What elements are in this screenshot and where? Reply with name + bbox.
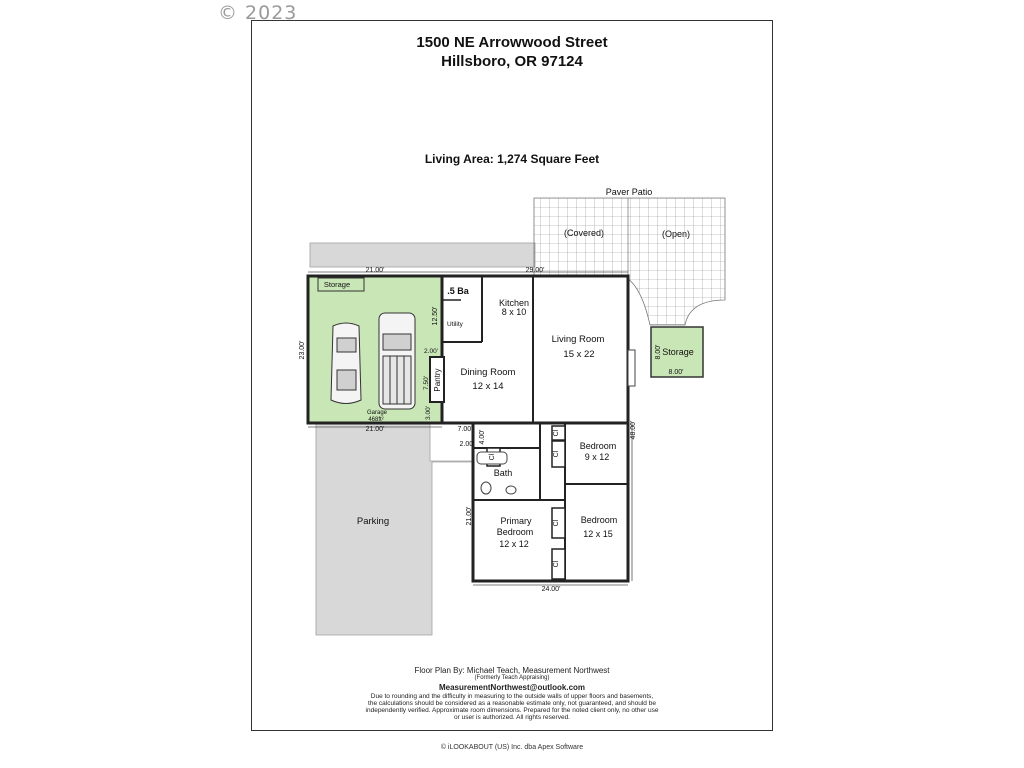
bedroom-2-size: 12 x 15 xyxy=(583,529,613,539)
parking-area xyxy=(315,423,474,636)
dim-garage-bottom: 21.00' xyxy=(366,426,385,433)
closet-label-3: Cl xyxy=(553,450,560,457)
closet-label-4: Cl xyxy=(553,519,560,526)
kitchen-size: 8 x 10 xyxy=(502,307,527,317)
sink xyxy=(505,485,517,495)
fireplace xyxy=(627,349,636,387)
dim-two-a: 2.00' xyxy=(424,348,438,355)
kitchen-label: Kitchen xyxy=(499,298,529,308)
closet-5 xyxy=(551,548,566,580)
floor-plan-sheet xyxy=(251,20,773,731)
closet-3 xyxy=(551,440,566,468)
closet-4 xyxy=(551,507,566,539)
car-2-icon xyxy=(378,312,416,410)
garage xyxy=(306,274,444,425)
walkway-strip xyxy=(309,242,536,268)
footer-credit-line: Floor Plan By: Michael Teach, Measuremen… xyxy=(414,666,610,675)
footer-disclaimer-4: or user is authorized. All rights reserv… xyxy=(454,714,570,721)
dim-two-b: 2.00' xyxy=(460,441,475,448)
living-room-label: Living Room xyxy=(552,334,605,345)
address-line-1: 1500 NE Arrowwood Street xyxy=(416,34,608,51)
closet-label-1: Cl xyxy=(489,453,496,460)
primary-bedroom-label-1: Primary xyxy=(501,516,532,526)
bedroom-1-label: Bedroom xyxy=(580,441,617,451)
dim-pantry-side: 7.50' xyxy=(423,376,430,390)
bath-label: Bath xyxy=(494,468,513,478)
pantry xyxy=(429,356,445,403)
outdoor-storage xyxy=(650,326,704,378)
outdoor-storage-label: Storage xyxy=(662,347,694,357)
primary-bedroom-size: 12 x 12 xyxy=(499,539,529,549)
address-line-2: Hillsboro, OR 97124 xyxy=(441,53,583,70)
footer-email: MeasurementNorthwest@outlook.com xyxy=(438,683,586,692)
dim-house-top: 29.00' xyxy=(526,267,545,274)
dim-seven: 7.00' xyxy=(458,426,473,433)
open-label: (Open) xyxy=(662,229,690,239)
living-area: Living Area: 1,274 Square Feet xyxy=(424,152,600,166)
garage-storage-shelf xyxy=(317,277,365,292)
dining-room-size: 12 x 14 xyxy=(472,381,503,392)
bathtub xyxy=(476,451,508,465)
dim-four: 4.00' xyxy=(479,430,486,445)
garage-label: Garage xyxy=(367,410,388,416)
footer-disclaimer-3: independently verified. Approximate room… xyxy=(365,707,659,714)
covered-label: (Covered) xyxy=(564,228,604,238)
dim-garage-side: 23.00' xyxy=(299,341,306,360)
half-bath-label: .5 Ba xyxy=(447,286,470,296)
bedroom-2-label: Bedroom xyxy=(581,515,618,525)
copyright-watermark: © 2023 xyxy=(218,2,298,24)
garage-area-label: 468ft² xyxy=(368,417,383,423)
garage-storage-label: Storage xyxy=(324,280,350,289)
paver-patio-label: Paver Patio xyxy=(606,187,653,197)
utility-label: Utility xyxy=(447,321,464,328)
pantry-label: Pantry xyxy=(433,368,442,391)
footer-disclaimer-1: Due to rounding and the difficulty in me… xyxy=(370,693,654,700)
living-room-size: 15 x 22 xyxy=(563,349,594,360)
footer-disclaimer-2: the calculations should be considered as… xyxy=(368,700,656,707)
primary-bedroom-label-2: Bedroom xyxy=(497,527,534,537)
software-credit: © iLOOKABOUT (US) Inc. dba Apex Software xyxy=(440,744,584,751)
toilet xyxy=(480,481,492,495)
closet-label-5: Cl xyxy=(553,560,560,567)
bedroom-1-size: 9 x 12 xyxy=(585,452,610,462)
dim-bedrooms-bottom: 24.00' xyxy=(542,586,561,593)
closet-2 xyxy=(551,425,566,441)
dining-room-label: Dining Room xyxy=(461,367,516,378)
car-1-icon xyxy=(330,322,362,404)
parking-label: Parking xyxy=(357,516,389,527)
closet-label-2: Cl xyxy=(553,429,560,436)
house-upper xyxy=(440,274,630,425)
outdoor-storage-dim-h: 8.00' xyxy=(655,345,662,360)
dim-house-right: 48.00' xyxy=(630,421,637,440)
footer-formerly: (Formerly Teach Appraising) xyxy=(474,675,550,681)
footer-disclaimer: Due to rounding and the difficulty in me… xyxy=(251,693,773,721)
dim-garage-top: 21.00' xyxy=(366,267,385,274)
dim-bedrooms-left: 21.00' xyxy=(466,507,473,526)
outdoor-storage-dim-w: 8.00' xyxy=(669,369,684,376)
dim-three: 3.00' xyxy=(425,406,432,420)
dim-kitchen-side: 12.50' xyxy=(432,307,439,326)
